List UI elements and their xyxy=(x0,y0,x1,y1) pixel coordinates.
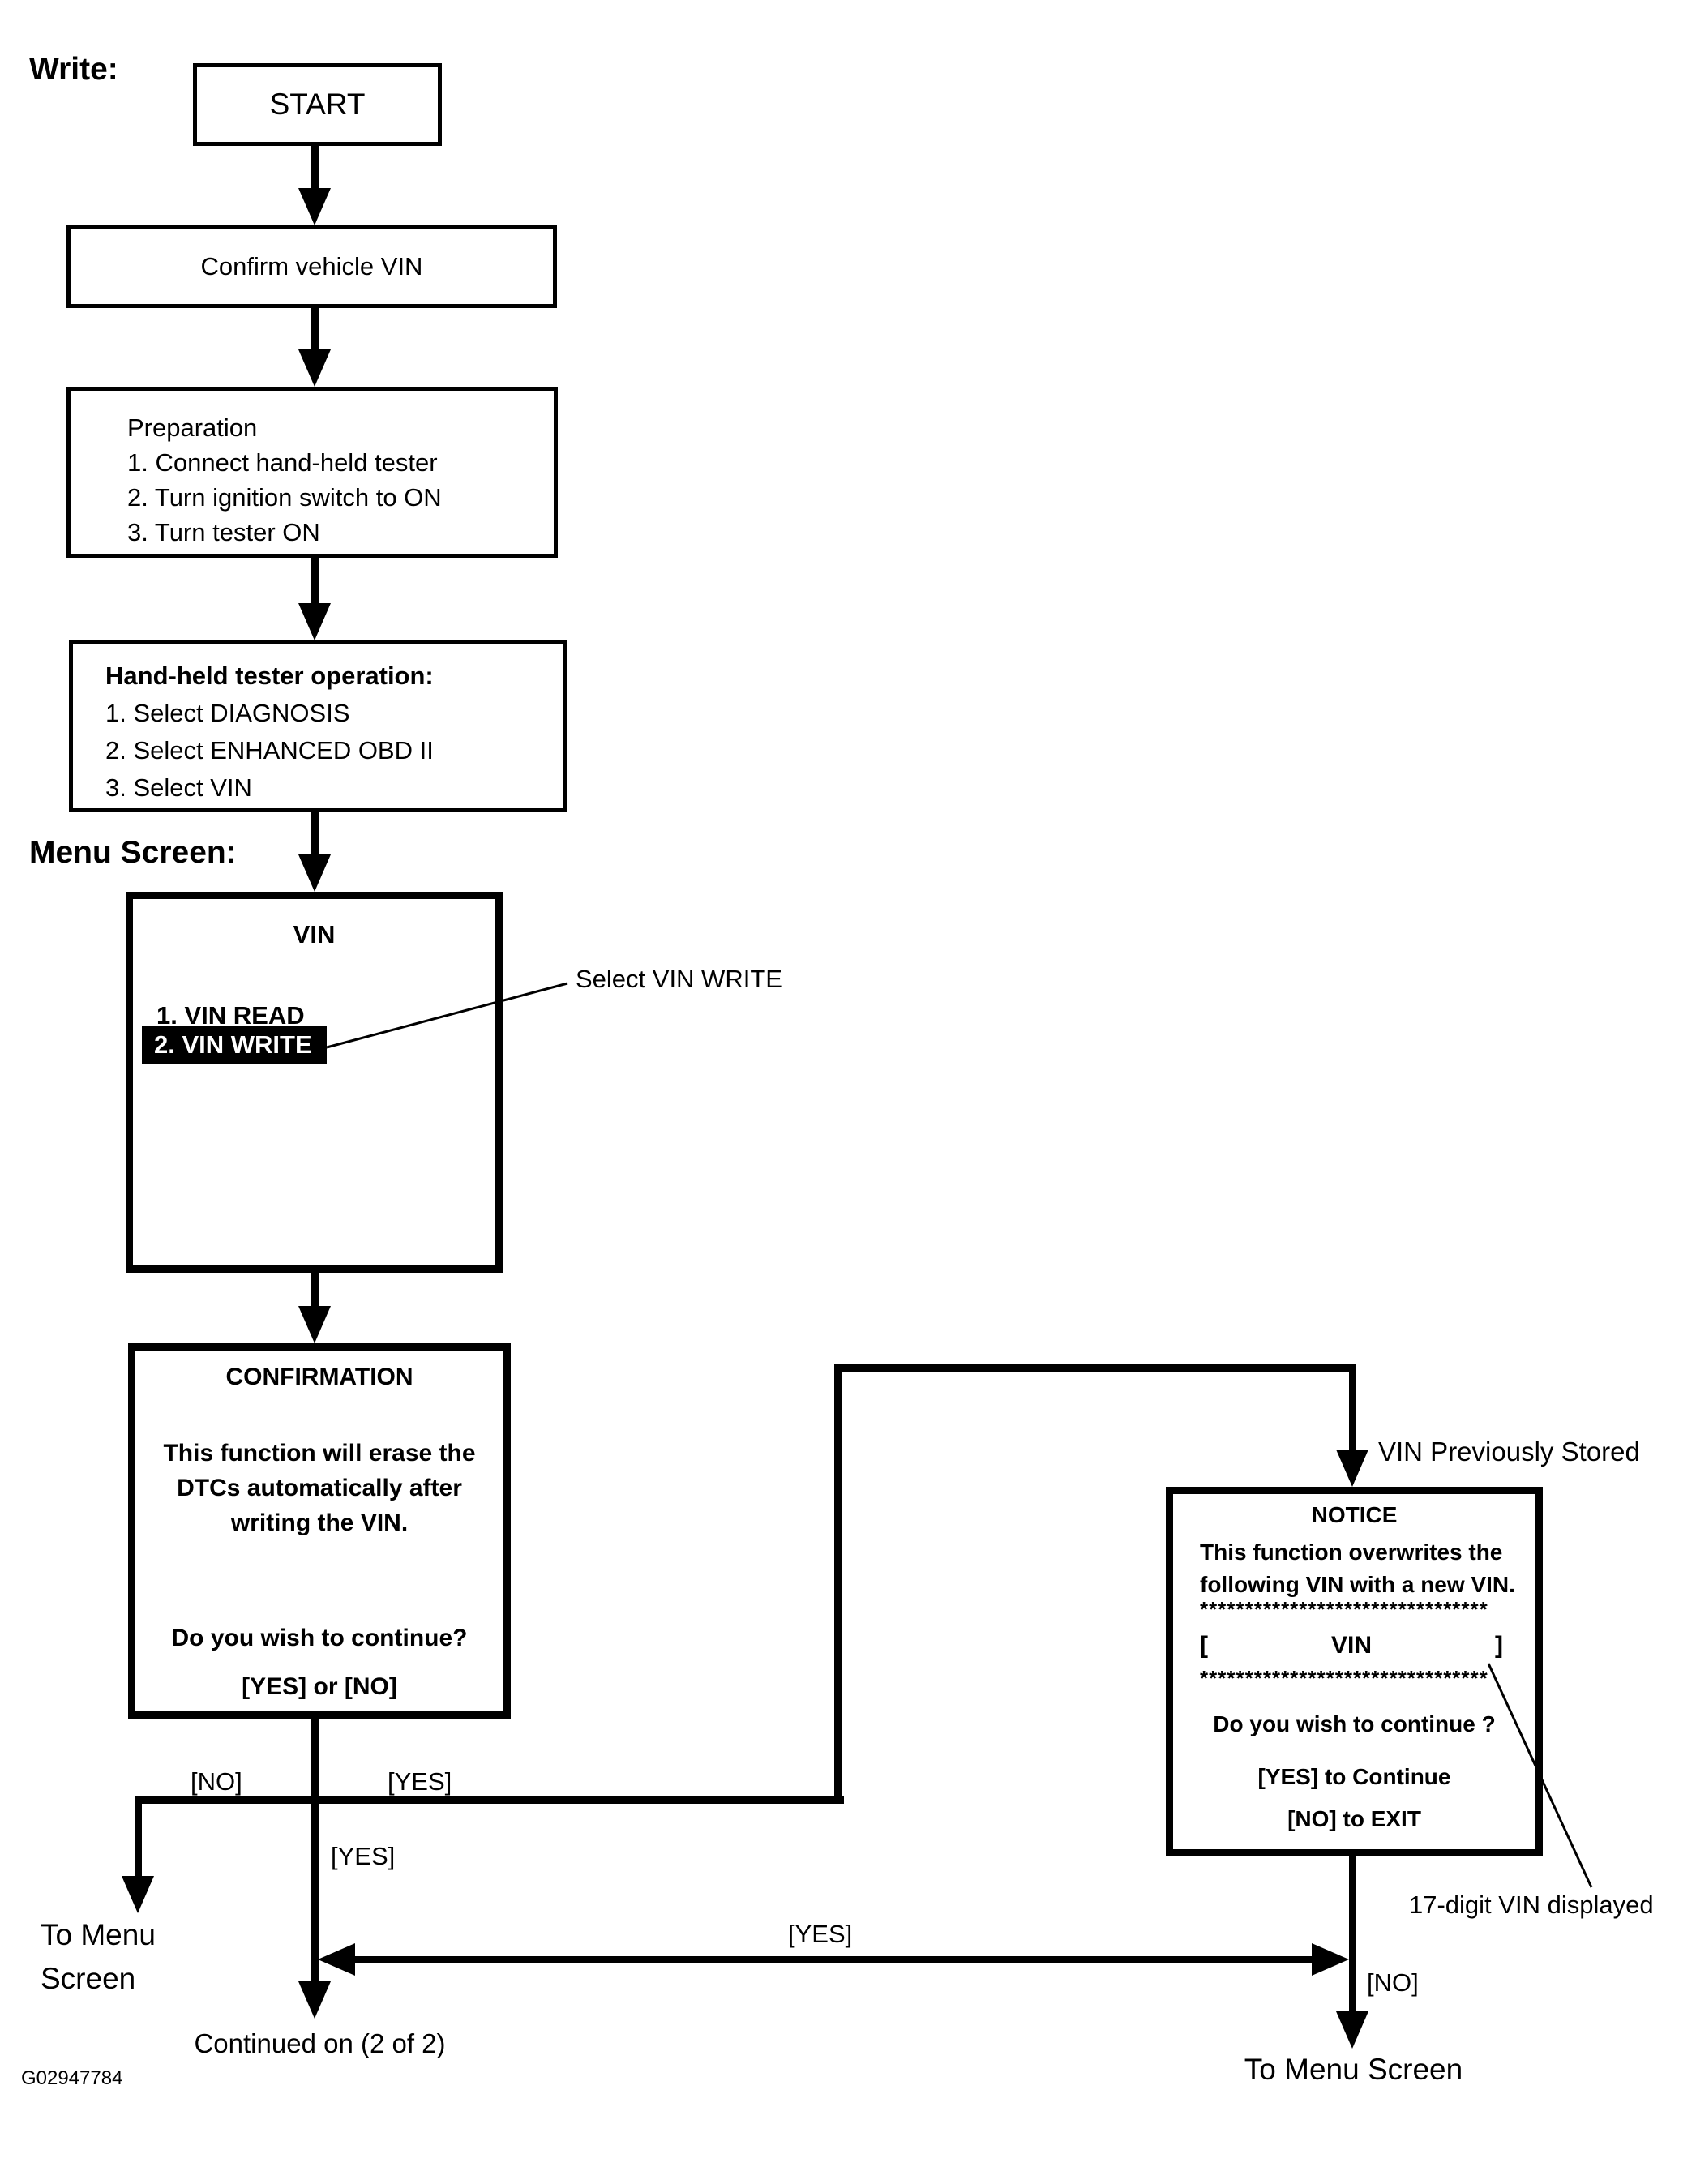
confirmation-options: [YES] or [NO] xyxy=(242,1673,397,1700)
notice-body-line: following VIN with a new VIN. xyxy=(1200,1572,1515,1597)
notice-body-line: This function overwrites the xyxy=(1200,1540,1503,1565)
connector-into-notice xyxy=(1349,1364,1356,1451)
notice-stars-row: ******************************** xyxy=(1200,1666,1488,1690)
terminal-line: Screen xyxy=(41,1962,136,1995)
notice-bracket-close: ] xyxy=(1494,1632,1503,1659)
terminal-line: To Menu xyxy=(41,1918,156,1951)
annotation-select-vin-write: Select VIN WRITE xyxy=(576,965,782,993)
tester-operation-node: Hand-held tester operation: 1. Select DI… xyxy=(69,640,567,812)
connector-start-to-confirm xyxy=(311,146,319,191)
terminal-to-menu-screen-left: To Menu Screen xyxy=(41,1913,156,2001)
connector-tester-to-vinmenu xyxy=(311,812,319,858)
notice-stars-row: ******************************** xyxy=(1200,1597,1488,1621)
preparation-node: Preparation 1. Connect hand-held tester … xyxy=(66,387,558,558)
connector-notice-to-branch xyxy=(1349,1856,1356,2013)
connector-confirm-to-preparation xyxy=(311,308,319,353)
confirmation-title: CONFIRMATION xyxy=(225,1364,413,1390)
notice-bracket-open: [ xyxy=(1200,1632,1208,1659)
confirmation-body-line: This function will erase the xyxy=(163,1440,476,1467)
confirm-vin-node: Confirm vehicle VIN xyxy=(66,225,557,308)
terminal-to-menu-screen-right: To Menu Screen xyxy=(1244,2053,1463,2086)
tester-operation-step: 2. Select ENHANCED OBD II xyxy=(105,736,434,764)
vin-menu-screen-node: VIN 1. VIN READ 2. VIN WRITE xyxy=(126,892,503,1273)
arrowhead-down-icon xyxy=(298,603,331,640)
edge-label-no: [NO] xyxy=(191,1767,242,1796)
tester-operation-step: 1. Select DIAGNOSIS xyxy=(105,699,350,727)
branch-yes-top-line xyxy=(834,1364,1356,1372)
connector-vinmenu-to-confirmation xyxy=(311,1273,319,1309)
edge-label-no: [NO] xyxy=(1367,1968,1419,1997)
notice-option-yes: [YES] to Continue xyxy=(1257,1764,1451,1789)
vin-menu-title: VIN xyxy=(293,920,336,949)
arrowhead-right-icon xyxy=(1312,1943,1349,1976)
vin-menu-item-write-highlighted: 2. VIN WRITE xyxy=(142,1026,327,1064)
branch-no-left-line xyxy=(135,1796,142,1879)
arrowhead-down-icon xyxy=(1336,1450,1368,1487)
preparation-step: 2. Turn ignition switch to ON xyxy=(127,483,442,512)
edge-label-yes: [YES] xyxy=(331,1842,396,1870)
arrowhead-down-icon xyxy=(298,188,331,225)
arrowhead-down-icon xyxy=(122,1876,154,1913)
confirmation-node: CONFIRMATION This function will erase th… xyxy=(128,1343,511,1719)
arrowhead-down-icon xyxy=(298,1306,331,1343)
terminal-continued: Continued on (2 of 2) xyxy=(194,2028,446,2058)
notice-option-no: [NO] to EXIT xyxy=(1287,1806,1421,1831)
notice-body: This function overwrites the following V… xyxy=(1200,1536,1515,1601)
arrowhead-down-icon xyxy=(298,1981,331,2019)
menu-screen-section-label: Menu Screen: xyxy=(29,835,237,870)
write-section-label: Write: xyxy=(29,52,118,87)
arrowhead-down-icon xyxy=(298,854,331,892)
figure-id-label: G02947784 xyxy=(21,2067,123,2089)
edge-label-yes: [YES] xyxy=(788,1920,853,1948)
vin-menu-item-write-label: 2. VIN WRITE xyxy=(154,1030,312,1059)
arrowhead-down-icon xyxy=(1336,2011,1368,2049)
tester-operation-step: 3. Select VIN xyxy=(105,773,252,802)
preparation-step: 1. Connect hand-held tester xyxy=(127,448,438,477)
notice-node: NOTICE This function overwrites the foll… xyxy=(1166,1487,1543,1856)
notice-question: Do you wish to continue ? xyxy=(1213,1711,1496,1736)
annotation-17-digit-vin: 17-digit VIN displayed xyxy=(1409,1891,1654,1919)
notice-vin-field: [ VIN ] xyxy=(1200,1632,1503,1659)
preparation-title: Preparation xyxy=(127,413,258,442)
connector-confirmation-to-branch xyxy=(311,1719,319,1803)
preparation-step: 3. Turn tester ON xyxy=(127,518,320,546)
confirmation-question: Do you wish to continue? xyxy=(171,1625,468,1651)
start-node-label: START xyxy=(269,88,366,121)
annotation-vin-previously-stored: VIN Previously Stored xyxy=(1378,1437,1640,1467)
notice-vin-placeholder: VIN xyxy=(1330,1632,1372,1659)
start-node: START xyxy=(193,63,442,146)
branch-line-yes-no xyxy=(135,1796,844,1804)
confirmation-body-line: DTCs automatically after xyxy=(177,1475,462,1501)
arrowhead-left-icon xyxy=(318,1943,355,1976)
arrowhead-down-icon xyxy=(298,349,331,387)
vin-menu-item-read: 1. VIN READ xyxy=(156,1001,305,1030)
notice-title: NOTICE xyxy=(1311,1502,1398,1527)
confirmation-body: This function will erase the DTCs automa… xyxy=(135,1436,503,1540)
branch-yes-center-line xyxy=(311,1796,319,1985)
yes-cross-line xyxy=(344,1956,1325,1963)
edge-label-yes: [YES] xyxy=(388,1767,452,1796)
connector-preparation-to-tester xyxy=(311,558,319,606)
branch-yes-right-up-line xyxy=(834,1364,842,1803)
confirm-vin-label: Confirm vehicle VIN xyxy=(200,252,423,280)
tester-operation-title: Hand-held tester operation: xyxy=(105,662,434,690)
confirmation-body-line: writing the VIN. xyxy=(230,1510,409,1536)
